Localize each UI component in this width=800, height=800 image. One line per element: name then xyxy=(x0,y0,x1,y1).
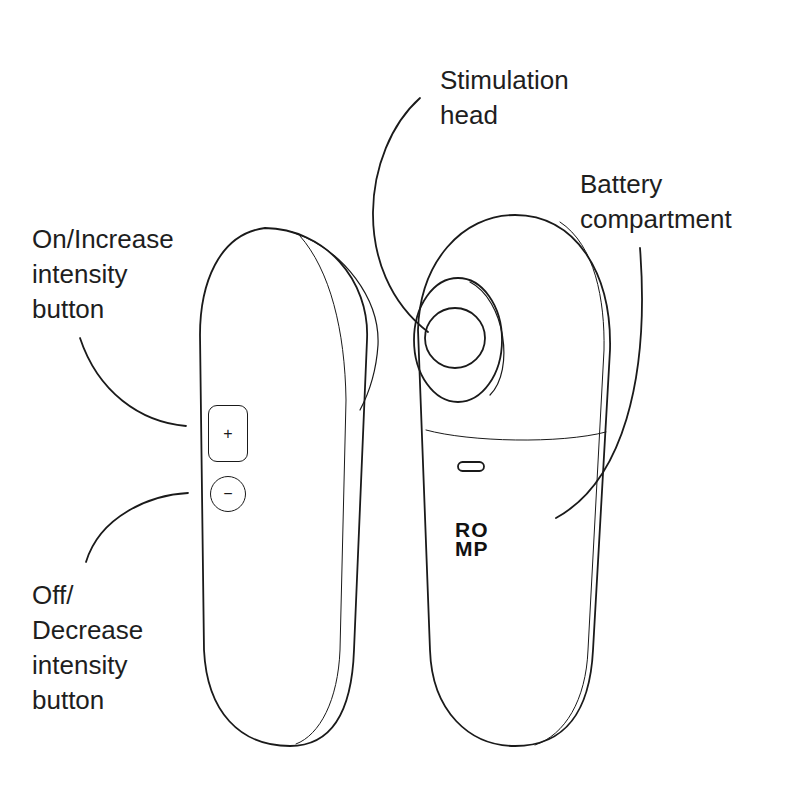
device-seam xyxy=(426,430,606,440)
decrease-button: − xyxy=(210,476,246,512)
stimulation-head-rim xyxy=(470,282,504,395)
callout-label: Off/ Decrease intensity button xyxy=(32,578,172,718)
button-symbol: + xyxy=(223,426,232,442)
button-symbol: − xyxy=(223,486,232,502)
leader-line xyxy=(373,98,428,332)
device-contour xyxy=(296,236,346,744)
callout-label: On/Increase intensity button xyxy=(32,222,192,327)
device-body-side xyxy=(200,228,367,746)
increase-button: + xyxy=(208,405,248,462)
stimulation-head-opening xyxy=(425,308,485,368)
device-body-edge xyxy=(535,222,604,745)
callout-label: Stimulation head xyxy=(440,63,615,133)
leader-line xyxy=(556,248,642,518)
device-head-edge xyxy=(292,232,378,410)
device-body-front xyxy=(418,215,610,746)
charging-slot xyxy=(458,462,484,471)
brand-logo: RO MP xyxy=(455,520,489,558)
leader-line xyxy=(86,493,188,562)
stimulation-head-ring xyxy=(414,278,502,402)
leader-line xyxy=(80,338,186,426)
callout-label: Battery compartment xyxy=(580,167,780,237)
